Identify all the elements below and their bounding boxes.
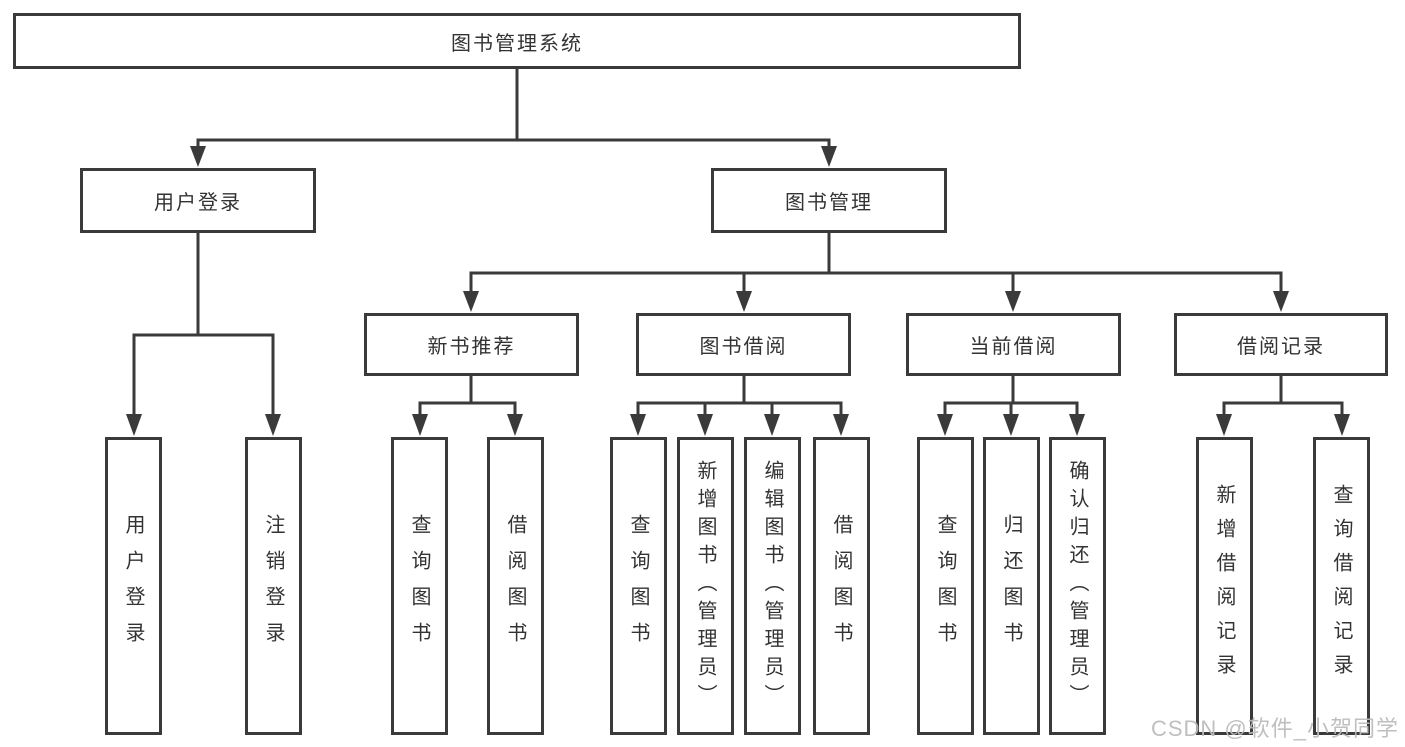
leaf-query-book-3: 查询图书 [917, 437, 974, 735]
leaf-logout-label: 注销登录 [262, 514, 284, 658]
leaf-return-book: 归还图书 [983, 437, 1040, 735]
node-borrow-records-label: 借阅记录 [1237, 336, 1325, 358]
node-book-management-label: 图书管理 [785, 192, 873, 214]
leaf-query-borrow-record-label: 查询借阅记录 [1330, 484, 1352, 688]
leaf-add-borrow-record: 新增借阅记录 [1196, 437, 1253, 735]
leaf-return-book-label: 归还图书 [1000, 514, 1022, 658]
leaf-query-book-1: 查询图书 [391, 437, 448, 735]
node-current-borrow-label: 当前借阅 [969, 336, 1058, 358]
leaf-add-book-admin-label: 新增图书（管理员） [694, 460, 716, 712]
leaf-edit-book-admin-label: 编辑图书（管理员） [761, 460, 783, 712]
leaf-query-borrow-record: 查询借阅记录 [1313, 437, 1370, 735]
leaf-confirm-return-admin-label: 确认归还（管理员） [1066, 460, 1088, 712]
node-borrow-records: 借阅记录 [1174, 313, 1388, 376]
node-new-book-recommend-label: 新书推荐 [427, 336, 516, 358]
leaf-confirm-return-admin: 确认归还（管理员） [1049, 437, 1106, 735]
watermark: CSDN @软件_小贺同学 [1150, 716, 1399, 741]
node-root: 图书管理系统 [13, 13, 1021, 69]
leaf-borrow-book-1-label: 借阅图书 [504, 514, 526, 658]
leaf-add-book-admin: 新增图书（管理员） [677, 437, 734, 735]
node-root-label: 图书管理系统 [451, 32, 583, 55]
node-new-book-recommend: 新书推荐 [364, 313, 579, 376]
leaf-query-book-3-label: 查询图书 [934, 514, 956, 658]
leaf-borrow-book-2-label: 借阅图书 [830, 514, 852, 658]
leaf-borrow-book-1: 借阅图书 [487, 437, 544, 735]
node-book-borrow: 图书借阅 [636, 313, 851, 376]
node-user-login: 用户登录 [80, 168, 316, 233]
leaf-borrow-book-2: 借阅图书 [813, 437, 870, 735]
leaf-add-borrow-record-label: 新增借阅记录 [1213, 484, 1235, 688]
leaf-logout: 注销登录 [245, 437, 302, 735]
leaf-edit-book-admin: 编辑图书（管理员） [744, 437, 801, 735]
leaf-user-login-label: 用户登录 [122, 514, 144, 658]
leaf-query-book-1-label: 查询图书 [408, 514, 430, 658]
node-user-login-label: 用户登录 [154, 192, 242, 214]
leaf-query-book-2: 查询图书 [610, 437, 667, 735]
node-book-borrow-label: 图书借阅 [699, 336, 788, 358]
leaf-user-login: 用户登录 [105, 437, 162, 735]
leaf-query-book-2-label: 查询图书 [627, 514, 649, 658]
node-current-borrow: 当前借阅 [906, 313, 1121, 376]
node-book-management: 图书管理 [711, 168, 947, 233]
